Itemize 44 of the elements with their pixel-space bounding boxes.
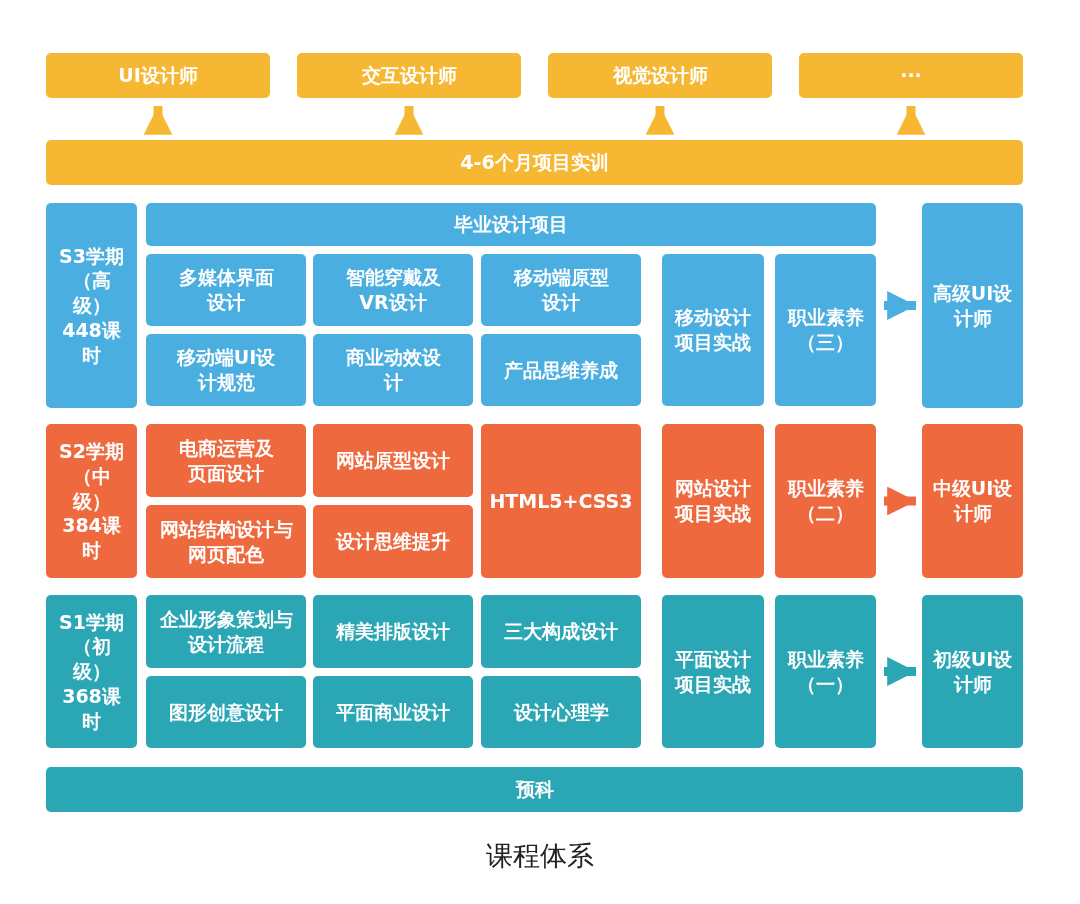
literacy-box: 职业素养（二） (775, 424, 876, 578)
course-box: 移动端UI设计规范 (146, 334, 306, 406)
course-box: 毕业设计项目 (146, 203, 876, 246)
course-box: 移动端原型设计 (481, 254, 641, 326)
arrow (884, 657, 916, 686)
course-box: 设计思维提升 (313, 505, 473, 578)
arrow (884, 486, 916, 516)
course-box: 多媒体界面设计 (146, 254, 306, 326)
course-box: 电商运营及页面设计 (146, 424, 306, 497)
course-box: 智能穿戴及VR设计 (313, 254, 473, 326)
practice-box: 移动设计项目实战 (662, 254, 764, 406)
course-box: 精美排版设计 (313, 595, 473, 668)
course-box: 网站结构设计与网页配色 (146, 505, 306, 578)
course-box: HTML5+CSS3 (481, 424, 641, 578)
practice-box: 平面设计项目实战 (662, 595, 764, 748)
literacy-box: 职业素养（三） (775, 254, 876, 406)
course-box: 企业形象策划与设计流程 (146, 595, 306, 668)
course-box: 图形创意设计 (146, 676, 306, 748)
course-box: 三大构成设计 (481, 595, 641, 668)
arrow (645, 106, 675, 135)
arrow (394, 106, 424, 135)
level-box: 高级UI设计师 (922, 203, 1023, 408)
semester-box: S1学期（初级）368课时 (46, 595, 137, 748)
course-box: 商业动效设计 (313, 334, 473, 406)
training-band: 4-6个月项目实训 (46, 140, 1023, 185)
job-box: ··· (799, 53, 1023, 98)
job-box: 交互设计师 (297, 53, 521, 98)
arrow (143, 106, 173, 135)
job-box: 视觉设计师 (548, 53, 772, 98)
foundation-band: 预科 (46, 767, 1023, 812)
caption: 课程体系 (485, 839, 595, 873)
course-box: 产品思维养成 (481, 334, 641, 406)
literacy-box: 职业素养（一） (775, 595, 876, 748)
course-box: 平面商业设计 (313, 676, 473, 748)
course-box: 设计心理学 (481, 676, 641, 748)
practice-box: 网站设计项目实战 (662, 424, 764, 578)
semester-box: S2学期（中级）384课时 (46, 424, 137, 578)
level-box: 中级UI设计师 (922, 424, 1023, 578)
level-box: 初级UI设计师 (922, 595, 1023, 748)
course-box: 网站原型设计 (313, 424, 473, 497)
arrow (896, 106, 926, 135)
arrow (884, 291, 916, 320)
job-box: UI设计师 (46, 53, 270, 98)
semester-box: S3学期（高级）448课时 (46, 203, 137, 408)
